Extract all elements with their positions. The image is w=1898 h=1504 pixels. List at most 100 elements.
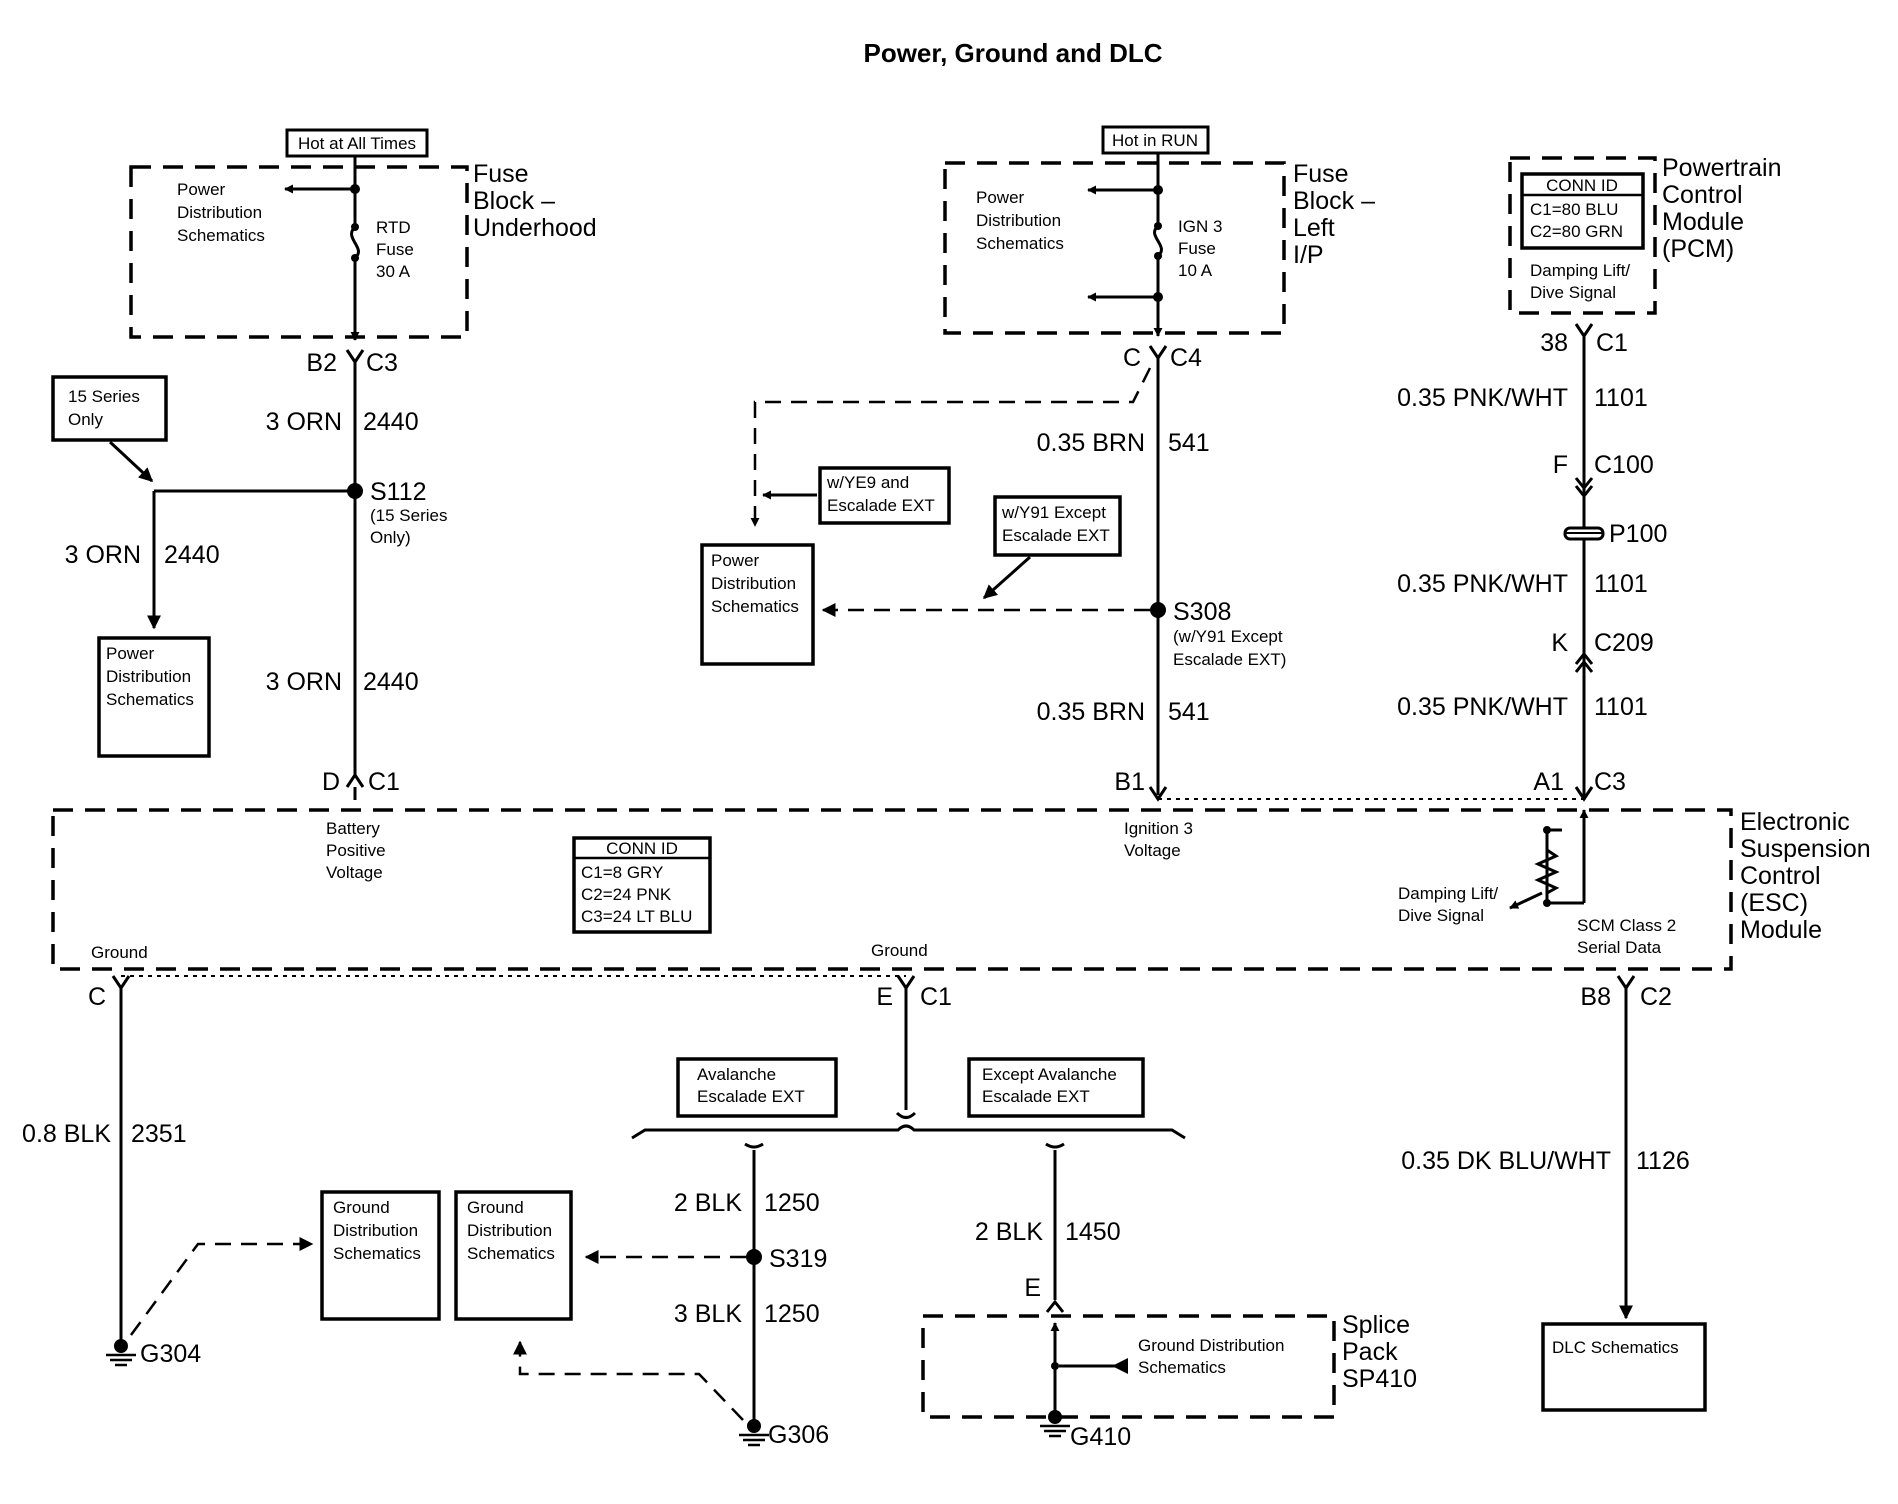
esc-connid-1: C1=8 GRY [581, 863, 663, 882]
ground-left-circuit: C 0.8 BLK 2351 G304 Ground Distribution … [22, 975, 441, 1368]
esc-c1-connector: C1 [368, 768, 400, 796]
mid-pds-3: Schematics [711, 597, 799, 616]
wire-3orn-2-gauge: 3 ORN [266, 668, 342, 696]
pcm-label-4: (PCM) [1662, 235, 1734, 263]
ign3-fuse-3: 10 A [1178, 261, 1213, 280]
battery-voltage-1: Battery [326, 819, 380, 838]
esc-label-4: (ESC) [1740, 889, 1808, 917]
pcm-label-1: Powertrain [1662, 154, 1782, 182]
c209-pin: K [1551, 629, 1568, 657]
wire-3orn-1-gauge: 3 ORN [266, 408, 342, 436]
c209-label: C209 [1594, 629, 1654, 657]
avalanche-note-1: Avalanche [697, 1065, 776, 1084]
esc-ground-mid: Ground [871, 941, 928, 960]
right-circuit: 0.35 PNK/WHT 1101 F C100 P100 0.35 PNK/W… [354, 336, 1667, 802]
esc-c3-connector: C3 [1594, 768, 1626, 796]
rtd-fuse-3: 30 A [376, 262, 411, 281]
wire-1250-1-circuit: 1250 [764, 1189, 820, 1217]
except-avalanche-2: Escalade EXT [982, 1087, 1090, 1106]
mid-gds-1: Ground [467, 1198, 524, 1217]
wire-1126-circuit: 1126 [1636, 1147, 1690, 1175]
scm-serial-1: SCM Class 2 [1577, 916, 1676, 935]
pds-label-3: Schematics [177, 226, 265, 245]
s308-label: S308 [1173, 598, 1231, 626]
fuse-block-label-2: Block – [473, 187, 555, 215]
mid-gds-2: Distribution [467, 1221, 552, 1240]
hot-in-run-label: Hot in RUN [1112, 131, 1198, 150]
scm-serial-2: Serial Data [1577, 938, 1662, 957]
esc-connid-title: CONN ID [606, 839, 678, 858]
branch-pds-3: Schematics [106, 690, 194, 709]
fuse-block-label-1: Fuse [473, 160, 529, 188]
g304-gds-3: Schematics [333, 1244, 421, 1263]
wire-1250-2-circuit: 1250 [764, 1300, 820, 1328]
sp410-gds-1: Ground Distribution [1138, 1336, 1284, 1355]
dlc-circuit: B8 C2 0.35 DK BLU/WHT 1126 DLC Schematic… [1401, 975, 1707, 1412]
pds-label-1: Power [177, 180, 226, 199]
rtd-fuse-1: RTD [376, 218, 411, 237]
pcm-label-2: Control [1662, 181, 1743, 209]
ip-pds-1: Power [976, 188, 1025, 207]
fuse-block-label-3: Underhood [473, 214, 597, 242]
s308-note-2: Escalade EXT) [1173, 650, 1286, 669]
esc-b1-pin: B1 [1114, 768, 1145, 796]
ign3-fuse-1: IGN 3 [1178, 217, 1222, 236]
g410-label: G410 [1070, 1423, 1131, 1451]
ip-label-1: Fuse [1293, 160, 1349, 188]
g304-label: G304 [140, 1340, 201, 1368]
s319-label: S319 [769, 1245, 827, 1273]
c4-connector: C4 [1170, 344, 1202, 372]
fuse-block-left-ip: Hot in RUN Power Distribution Schematics… [943, 125, 1375, 372]
mid-pds-1: Power [711, 551, 760, 570]
wire-1250-1-gauge: 2 BLK [674, 1189, 742, 1217]
s112-label: S112 [370, 478, 427, 506]
sp410-gds-2: Schematics [1138, 1358, 1226, 1377]
wire-541-1-circuit: 541 [1168, 429, 1210, 457]
sp410-label-3: SP410 [1342, 1365, 1417, 1393]
dlc-schematics-label: DLC Schematics [1552, 1338, 1679, 1357]
ground-mid-circuit: E C1 Avalanche Escalade EXT Except Avala… [454, 975, 1417, 1451]
wire-1126-gauge: 0.35 DK BLU/WHT [1401, 1147, 1611, 1175]
esc-c-pin: C [88, 983, 106, 1011]
ye9-note-2: Escalade EXT [827, 496, 935, 515]
mid-pds-2: Distribution [711, 574, 796, 593]
branch-pds-2: Distribution [106, 667, 191, 686]
pcm-pin-38: 38 [1540, 329, 1568, 357]
wire-3orn-2-circuit: 2440 [363, 668, 419, 696]
left-circuit: 3 ORN 2440 S112 (15 Series Only) 15 Seri… [51, 362, 447, 800]
wire-541-1-gauge: 0.35 BRN [1037, 429, 1145, 457]
ip-label-4: I/P [1293, 241, 1324, 269]
damping-lift-2: Dive Signal [1398, 906, 1484, 925]
except-avalanche-1: Except Avalanche [982, 1065, 1117, 1084]
ign3-voltage-1: Ignition 3 [1124, 819, 1193, 838]
pcm-connid-2: C2=80 GRN [1530, 222, 1623, 241]
p100-label: P100 [1609, 520, 1667, 548]
ip-pds-3: Schematics [976, 234, 1064, 253]
esc-ground-left: Ground [91, 943, 148, 962]
esc-e-pin: E [876, 983, 893, 1011]
pcm-connid-1: C1=80 BLU [1530, 200, 1618, 219]
wire-1450-circuit: 1450 [1065, 1218, 1121, 1246]
pcm-label-3: Module [1662, 208, 1744, 236]
pcm-connid-title: CONN ID [1546, 176, 1618, 195]
g304-gds-1: Ground [333, 1198, 390, 1217]
wire-1101-2-gauge: 0.35 PNK/WHT [1397, 570, 1568, 598]
wire-1450-gauge: 2 BLK [975, 1218, 1043, 1246]
wire-2351-circuit: 2351 [131, 1120, 187, 1148]
pcm-signal-1: Damping Lift/ [1530, 261, 1630, 280]
ip-label-2: Block – [1293, 187, 1375, 215]
damping-lift-1: Damping Lift/ [1398, 884, 1498, 903]
c100-label: C100 [1594, 451, 1654, 479]
wire-1101-2-circuit: 1101 [1594, 570, 1648, 598]
ign3-voltage-2: Voltage [1124, 841, 1181, 860]
wire-2351-gauge: 0.8 BLK [22, 1120, 111, 1148]
sp410-e-pin: E [1024, 1274, 1041, 1302]
wire-1250-2-gauge: 3 BLK [674, 1300, 742, 1328]
branch-pds-1: Power [106, 644, 155, 663]
wire-541-2-circuit: 541 [1168, 698, 1210, 726]
wire-branch-circuit: 2440 [164, 541, 220, 569]
15-series-note-2: Only [68, 410, 103, 429]
pds-label-2: Distribution [177, 203, 262, 222]
hot-at-all-times-label: Hot at All Times [298, 134, 416, 153]
